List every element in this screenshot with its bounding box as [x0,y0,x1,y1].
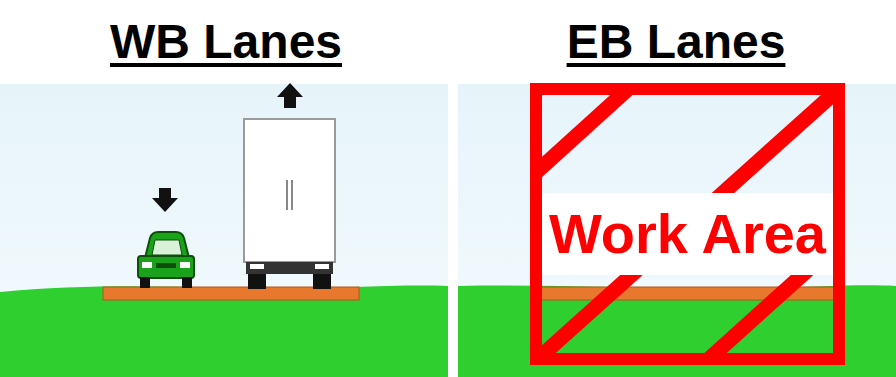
work-area-box: Work Area [530,83,845,365]
eb-scene [458,60,896,377]
down-arrow [152,188,178,212]
car [138,232,194,288]
sky [0,84,448,377]
lane-heading: EB Lanes [567,14,786,70]
up-arrow [277,83,303,108]
lane-heading: WB Lanes [110,14,342,70]
truck [244,119,335,289]
wb-scene [0,83,448,377]
hatch-stripes [536,89,839,359]
ground [0,286,448,377]
work-area-text: Work Area [542,193,833,275]
sky [458,84,896,377]
